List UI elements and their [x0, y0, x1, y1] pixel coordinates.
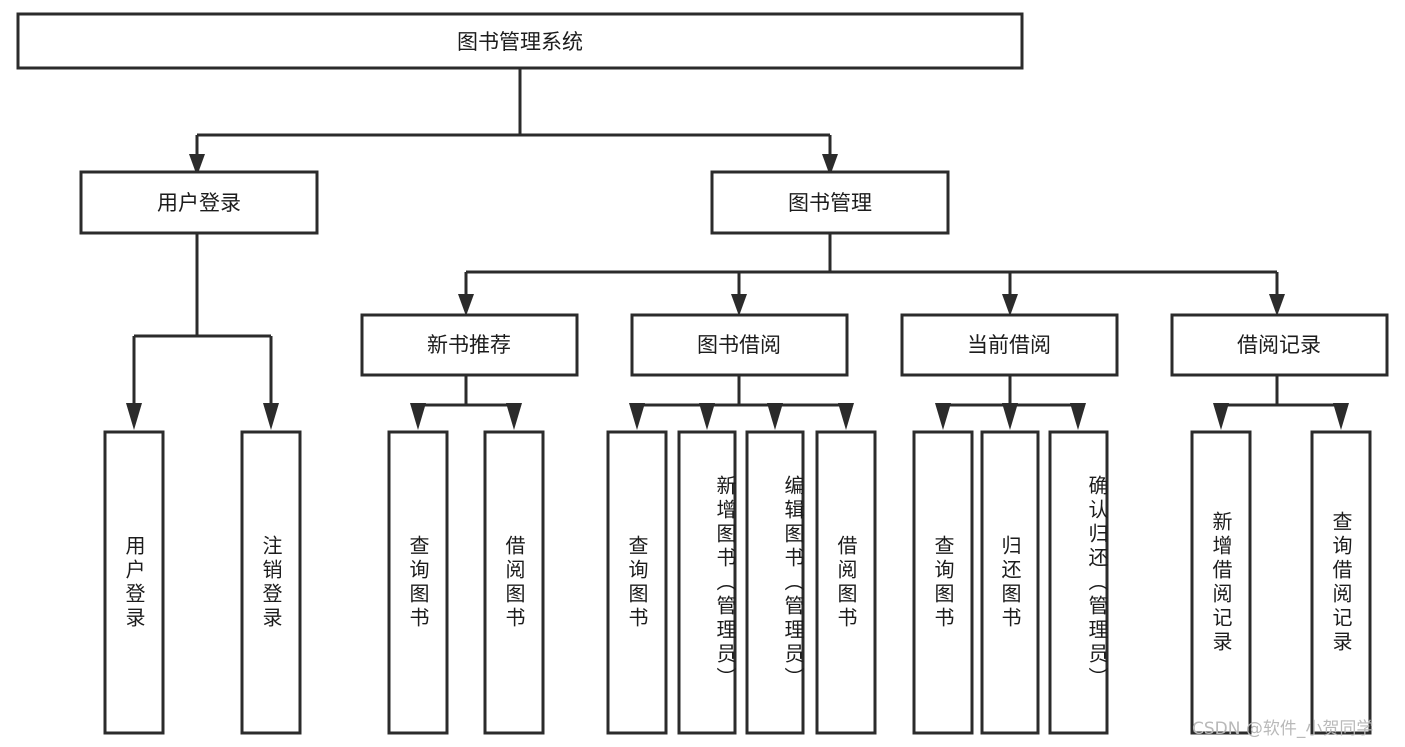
node-leaf-borrow-book-a[interactable]: [483, 430, 545, 735]
arrow-icon-leaf-r1: [1213, 403, 1229, 430]
node-new-book-recommend-label: 新书推荐: [427, 333, 511, 357]
arrow-icon-record: [1269, 294, 1285, 316]
node-book-borrow-label: 图书借阅: [697, 333, 781, 357]
node-borrow-record[interactable]: [1170, 313, 1389, 377]
node-user-login-label: 用户登录: [157, 191, 241, 215]
node-leaf-edit-book[interactable]: [745, 430, 805, 735]
node-current-borrow-label: 当前借阅: [967, 333, 1051, 357]
arrow-icon-userlogin: [189, 154, 205, 176]
node-leaf-borrow-book-b[interactable]: [815, 430, 877, 735]
arrow-icon-current: [1002, 294, 1018, 316]
node-leaf-query-book-a[interactable]: [387, 430, 449, 735]
node-leaf-confirm-return[interactable]: [1048, 430, 1109, 735]
node-leaf-query-record[interactable]: [1310, 430, 1372, 735]
arrow-icon-borrow: [731, 294, 747, 316]
arrow-icon-leaf-b2: [699, 403, 715, 430]
arrow-icon-leaf-r2: [1333, 403, 1349, 430]
arrow-icon-leaf-c1: [935, 403, 951, 430]
node-book-borrow[interactable]: [630, 313, 849, 377]
nodes-group: 图书管理系统 用户登录 图书管理 新书推荐 图书借阅 当前借阅 借阅记录: [16, 12, 1389, 735]
node-book-management[interactable]: [710, 170, 950, 235]
node-new-book-recommend[interactable]: [360, 313, 579, 377]
arrowheads-group: [126, 154, 1349, 430]
node-current-borrow[interactable]: [900, 313, 1119, 377]
node-leaf-logout[interactable]: [240, 430, 302, 735]
node-borrow-record-label: 借阅记录: [1237, 333, 1321, 357]
node-leaf-user-login[interactable]: [103, 430, 165, 735]
node-user-login[interactable]: [79, 170, 319, 235]
arrow-icon-leaf-u2: [263, 403, 279, 430]
arrow-icon-newbook: [458, 294, 474, 316]
node-book-management-label: 图书管理: [788, 191, 872, 215]
node-root[interactable]: [16, 12, 1024, 70]
node-leaf-add-record[interactable]: [1190, 430, 1252, 735]
arrow-icon-leaf-b3: [767, 403, 783, 430]
watermark: CSDN @软件_小贺同学: [1192, 719, 1374, 739]
node-leaf-add-book[interactable]: [677, 430, 737, 735]
node-root-label: 图书管理系统: [457, 30, 583, 54]
arrow-icon-leaf-n1: [410, 403, 426, 430]
arrow-icon-leaf-n2: [506, 403, 522, 430]
node-leaf-query-book-b[interactable]: [606, 430, 668, 735]
node-leaf-return-book[interactable]: [980, 430, 1040, 735]
arrow-icon-leaf-b1: [629, 403, 645, 430]
arrow-icon-leaf-c3: [1070, 403, 1086, 430]
arrow-icon-leaf-u1: [126, 403, 142, 430]
arrow-icon-leaf-b4: [838, 403, 854, 430]
arrow-icon-bookmgmt: [822, 154, 838, 176]
arrow-icon-leaf-c2: [1002, 403, 1018, 430]
node-leaf-query-book-c[interactable]: [912, 430, 974, 735]
